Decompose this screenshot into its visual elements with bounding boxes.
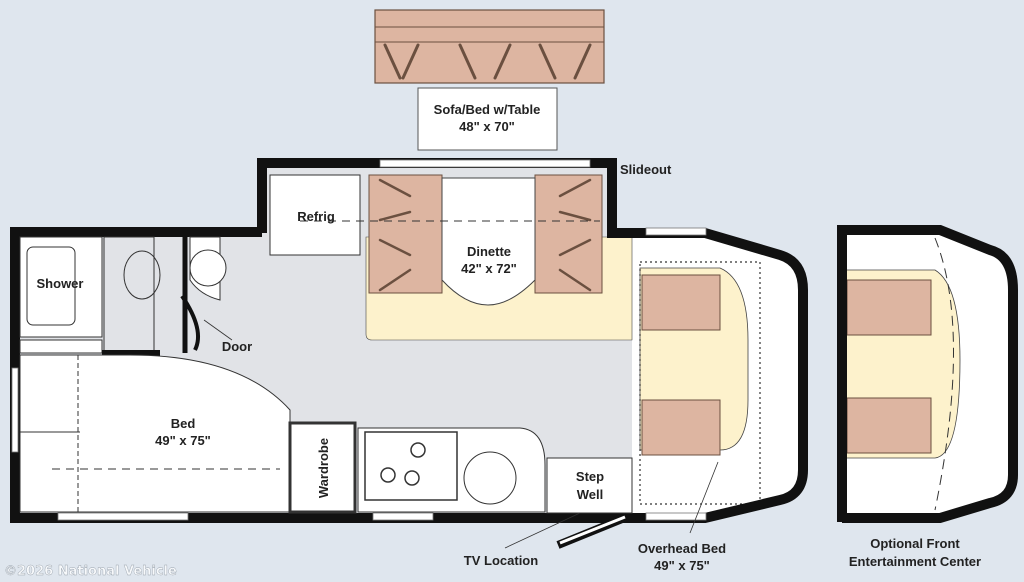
tv-location-label: TV Location xyxy=(464,553,538,568)
dinette xyxy=(300,174,603,306)
shower-label: Shower xyxy=(37,276,84,291)
sofa-bed-size: 48" x 70" xyxy=(459,119,515,134)
optional-front-label-1: Optional Front xyxy=(870,536,960,551)
wardrobe-label: Wardrobe xyxy=(316,438,331,498)
dinette-label: Dinette xyxy=(467,244,511,259)
watermark: ©2026 National Vehicle xyxy=(4,564,177,579)
windows xyxy=(11,159,707,521)
refrig-label: Refrig xyxy=(297,209,335,224)
entry-door xyxy=(504,461,719,549)
bed-size: 49" x 75" xyxy=(155,433,211,448)
wardrobe xyxy=(288,421,357,514)
step-well-label-2: Well xyxy=(577,487,604,502)
slideout-label: Slideout xyxy=(620,162,672,177)
bed-label: Bed xyxy=(171,416,196,431)
sofa-bed-with-table xyxy=(374,9,605,151)
bathroom xyxy=(19,236,233,356)
door-label: Door xyxy=(222,339,252,354)
optional-front-label-2: Entertainment Center xyxy=(849,554,981,569)
galley xyxy=(357,427,546,513)
step-well xyxy=(546,457,633,514)
overhead-bed-size: 49" x 75" xyxy=(654,558,710,573)
walls xyxy=(10,158,808,523)
sofa-bed-label: Sofa/Bed w/Table xyxy=(434,102,541,117)
overhead-bed-label: Overhead Bed xyxy=(638,541,726,556)
bed xyxy=(19,354,291,513)
dinette-size: 42" x 72" xyxy=(461,261,517,276)
refrigerator xyxy=(269,174,361,256)
step-well-label-1: Step xyxy=(576,469,604,484)
optional-front-entertainment-center xyxy=(837,225,1018,523)
